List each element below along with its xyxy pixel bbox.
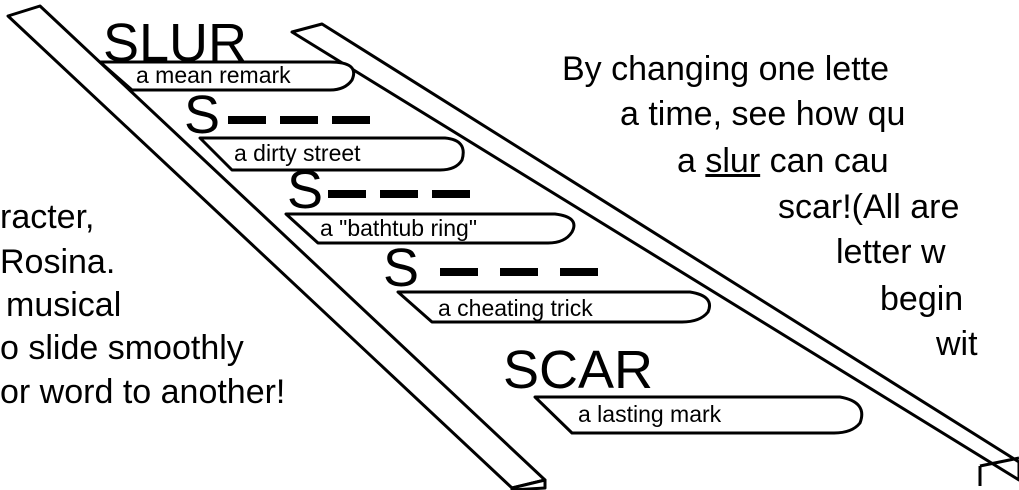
- rung-3: [284, 212, 576, 245]
- right-text-line-3: a slur can cau: [677, 144, 889, 178]
- slur-underlined-word: slur: [705, 142, 761, 180]
- left-rail-end: [510, 478, 547, 490]
- right-text-line-2: a time, see how qu: [620, 95, 906, 133]
- blank-word-3-first-letter: S: [383, 238, 420, 298]
- right-text-line-7: wit: [936, 325, 978, 363]
- right-text-line-1: By changing one lette: [562, 50, 890, 88]
- right-rail: [290, 22, 1019, 482]
- blank-row2-letter2: [328, 190, 366, 198]
- left-text-line-5: or word to another!: [0, 373, 286, 411]
- blank-word-1-first-letter: S: [184, 85, 221, 145]
- left-text-line-1: racter,: [0, 198, 95, 236]
- blank-row3-letter4: [560, 268, 598, 276]
- blank-row1-letter2: [228, 116, 266, 124]
- clue-3: a "bathtub ring": [320, 215, 477, 241]
- right-text-line-4: scar!(All are: [778, 188, 960, 226]
- rung-1: [98, 60, 356, 92]
- left-text-line-4: o slide smoothly: [0, 329, 244, 367]
- rung-4: [396, 290, 711, 324]
- end-word: SCAR: [503, 340, 654, 400]
- right-text-line-6: begin: [880, 280, 964, 318]
- blank-row3-letter3: [500, 268, 538, 276]
- rung-5: [533, 395, 864, 435]
- blank-row1-letter4: [332, 116, 370, 124]
- blank-row2-letter3: [380, 190, 418, 198]
- right-text-line-5: letter w: [836, 233, 946, 271]
- clue-4: a cheating trick: [438, 295, 593, 321]
- rung-2: [198, 136, 465, 172]
- blank-row2-letter4: [432, 190, 470, 198]
- blank-row1-letter3: [280, 116, 318, 124]
- right-text-line-3-post: can cau: [760, 142, 889, 180]
- clue-5: a lasting mark: [578, 401, 722, 427]
- blank-word-2-first-letter: S: [287, 160, 324, 220]
- left-text-line-3: musical: [6, 286, 122, 324]
- right-text-line-3-pre: a: [677, 142, 706, 180]
- clue-2: a dirty street: [234, 140, 361, 166]
- left-text-line-2: Rosina.: [0, 243, 116, 281]
- clue-1: a mean remark: [136, 62, 291, 88]
- start-word: SLUR: [103, 13, 248, 73]
- blank-row3-letter2: [440, 268, 478, 276]
